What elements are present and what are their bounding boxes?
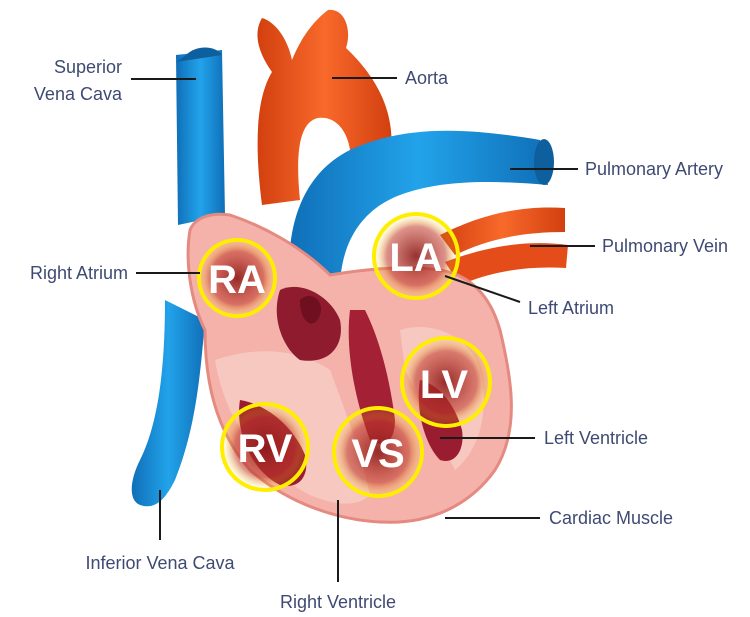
label-pulmonary-artery: Pulmonary Artery xyxy=(585,159,723,179)
label-inferior-vena-cava: Inferior Vena Cava xyxy=(85,553,235,573)
marker-lv-label: LV xyxy=(420,363,468,407)
label-right-atrium: Right Atrium xyxy=(30,263,128,283)
label-left-atrium: Left Atrium xyxy=(528,298,614,318)
marker-lv: LV xyxy=(402,338,490,426)
marker-vs: VS xyxy=(334,408,422,496)
marker-ra: RA xyxy=(199,240,275,316)
label-superior-vena-cava-line2: Vena Cava xyxy=(34,84,123,104)
marker-la: LA xyxy=(374,214,458,298)
label-pulmonary-vein: Pulmonary Vein xyxy=(602,236,728,256)
label-superior-vena-cava-line1: Superior xyxy=(54,57,122,77)
label-aorta: Aorta xyxy=(405,68,449,88)
label-cardiac-muscle: Cardiac Muscle xyxy=(549,508,673,528)
marker-rv: RV xyxy=(222,404,308,490)
marker-vs-label: VS xyxy=(351,432,404,476)
marker-ra-label: RA xyxy=(208,258,266,302)
label-left-ventricle: Left Ventricle xyxy=(544,428,648,448)
marker-la-label: LA xyxy=(389,236,442,280)
marker-rv-label: RV xyxy=(238,427,293,471)
label-right-ventricle: Right Ventricle xyxy=(280,592,396,612)
